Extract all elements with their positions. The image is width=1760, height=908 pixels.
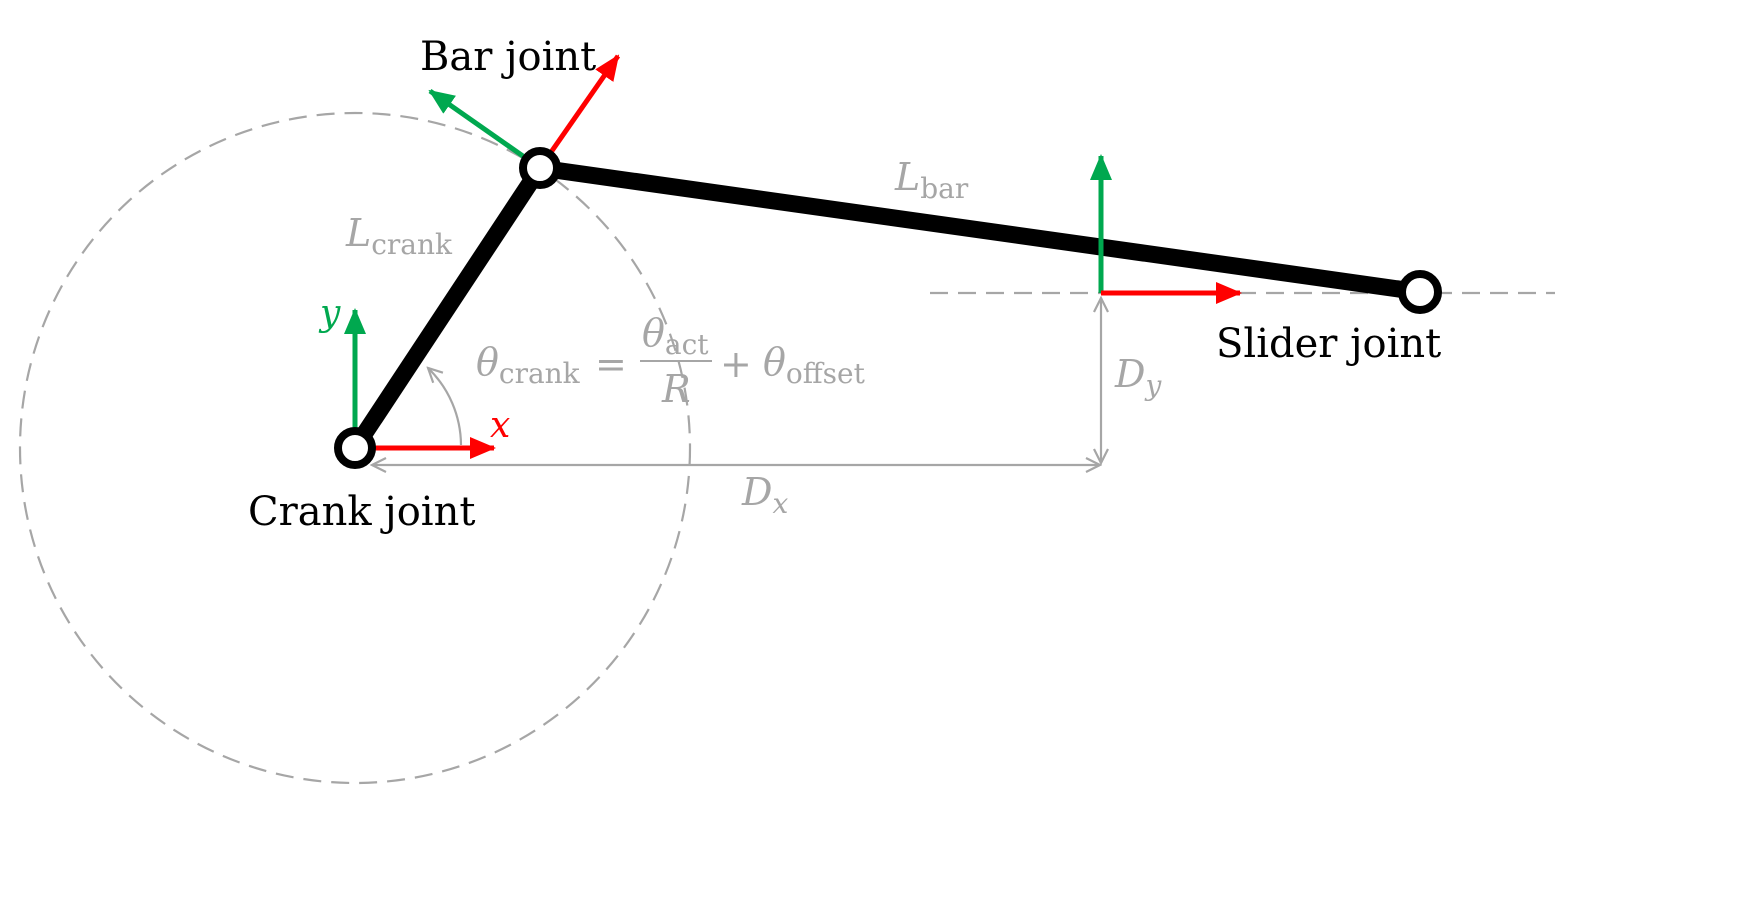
l-bar-subscript: bar xyxy=(920,172,969,205)
dx-subscript: x xyxy=(772,487,788,520)
gear-ratio-symbol: R xyxy=(661,367,691,411)
crank-path-circle xyxy=(18,111,692,785)
dy-subscript: y xyxy=(1143,369,1162,402)
crank-link xyxy=(347,163,548,453)
crank-angle-arc xyxy=(428,368,463,446)
theta-act-symbol: θ xyxy=(642,311,665,355)
bar-joint-circle xyxy=(519,147,561,189)
dx-symbol: D xyxy=(741,470,772,514)
bar-frame-x-axis xyxy=(537,54,621,170)
equation-equals: = xyxy=(595,342,627,386)
l-bar-label: Lbar xyxy=(894,155,969,205)
crank-joint-circle xyxy=(334,427,376,469)
theta-crank-subscript: crank xyxy=(499,357,581,390)
theta-crank-term: θcrank xyxy=(476,340,581,390)
dx-label: Dx xyxy=(741,470,788,520)
slider-joint-label: Slider joint xyxy=(1216,321,1441,367)
l-crank-label: Lcrank xyxy=(345,211,453,261)
crank-frame-y-label: y xyxy=(318,293,341,334)
theta-act-term: θact xyxy=(642,311,709,361)
equation-plus: + xyxy=(720,342,752,386)
l-bar-symbol: L xyxy=(894,155,920,199)
theta-offset-symbol: θ xyxy=(763,340,786,384)
bar-frame-y-axis xyxy=(428,88,542,171)
theta-offset-subscript: offset xyxy=(786,357,866,390)
crank-frame-x-label: x xyxy=(490,405,510,446)
dy-symbol: D xyxy=(1114,352,1145,396)
theta-crank-symbol: θ xyxy=(476,340,499,384)
theta-offset-term: θoffset xyxy=(763,340,866,390)
theta-act-subscript: act xyxy=(665,328,709,361)
l-crank-subscript: crank xyxy=(371,228,453,261)
slider-joint-circle xyxy=(1398,270,1442,314)
crank-joint-label: Crank joint xyxy=(248,489,475,535)
bar-joint-label: Bar joint xyxy=(420,34,596,80)
bar-link xyxy=(538,159,1422,301)
dy-label: Dy xyxy=(1114,352,1162,402)
l-crank-symbol: L xyxy=(345,211,371,255)
